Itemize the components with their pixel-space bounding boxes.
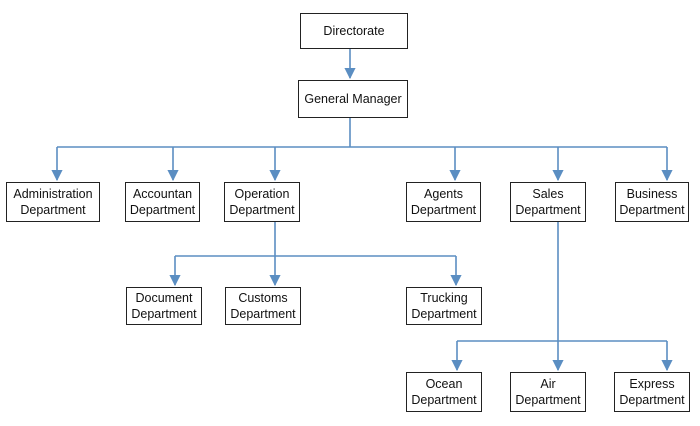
node-trucking-line-2: Department [411, 307, 477, 321]
node-ocean-department: Ocean Department [406, 372, 482, 412]
node-air-department: Air Department [510, 372, 586, 412]
node-express-line-1: Express [629, 377, 675, 391]
node-agents-line-2: Department [410, 203, 477, 217]
node-business-line-2: Department [619, 203, 685, 217]
node-business-line-1: Business [626, 187, 678, 201]
node-administration-line-2: Department [20, 203, 86, 217]
node-directorate-line-1: Directorate [323, 24, 385, 38]
node-business-department: Business Department [615, 182, 689, 222]
node-air-line-1: Air [540, 377, 556, 391]
node-ocean-line-1: Ocean [425, 377, 463, 391]
node-agents-department: Agents Department [406, 182, 481, 222]
node-trucking-line-1: Trucking [420, 291, 468, 305]
node-express-line-2: Department [619, 393, 685, 407]
node-operation-line-1: Operation [234, 187, 290, 201]
node-sales-department: Sales Department [510, 182, 586, 222]
node-document-line-2: Department [131, 307, 197, 321]
node-accountan-line-2: Department [129, 203, 196, 217]
node-trucking-department: Trucking Department [406, 287, 482, 325]
node-agents-line-1: Agents [424, 187, 463, 201]
node-general-manager: General Manager [298, 80, 408, 118]
node-ocean-line-2: Department [411, 393, 477, 407]
node-customs-department: Customs Department [225, 287, 301, 325]
node-air-line-2: Department [515, 393, 581, 407]
node-document-line-1: Document [135, 291, 193, 305]
node-sales-line-2: Department [515, 203, 581, 217]
node-accountan-line-1: Accountan [132, 187, 193, 201]
node-general-manager-line-1: General Manager [304, 92, 402, 106]
node-customs-line-2: Department [230, 307, 296, 321]
node-administration-department: Administration Department [6, 182, 100, 222]
node-accountan-department: Accountan Department [125, 182, 200, 222]
node-operation-department: Operation Department [224, 182, 300, 222]
node-operation-line-2: Department [229, 203, 295, 217]
node-sales-line-1: Sales [532, 187, 564, 201]
node-express-department: Express Department [614, 372, 690, 412]
node-directorate: Directorate [300, 13, 408, 49]
node-document-department: Document Department [126, 287, 202, 325]
node-customs-line-1: Customs [238, 291, 288, 305]
node-administration-line-1: Administration [13, 187, 93, 201]
